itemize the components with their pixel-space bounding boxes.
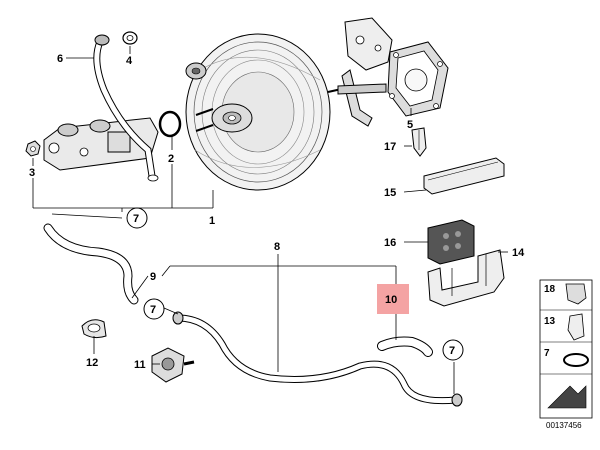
callout-7-middle: 7 [150, 304, 156, 316]
callout-11: 11 [134, 359, 146, 371]
o-ring [158, 110, 182, 138]
callout-14: 14 [512, 247, 525, 259]
leader-lines [32, 46, 508, 394]
callout-1: 1 [209, 215, 215, 227]
legend-label-7: 7 [544, 348, 550, 359]
callout-15: 15 [384, 187, 396, 199]
nut [25, 140, 41, 157]
legend-arrow-icon [547, 385, 587, 409]
callout-9: 9 [150, 271, 156, 283]
callout-7-top: 7 [133, 213, 139, 225]
callout-3: 3 [29, 167, 35, 179]
hose-clamp [81, 319, 107, 339]
legend-icon-13 [567, 313, 585, 341]
long-vacuum-line [172, 311, 463, 407]
gasket [387, 41, 449, 117]
highlight-box-10 [377, 284, 409, 314]
legend-icon-7 [563, 353, 589, 367]
callout-4: 4 [126, 55, 133, 67]
callout-2: 2 [168, 153, 174, 165]
washer [122, 31, 138, 45]
legend-icon-18 [565, 283, 587, 305]
callout-6: 6 [57, 53, 63, 65]
callout-labels: 6 4 3 2 1 5 17 15 16 14 8 9 12 11 10 7 7… [29, 53, 525, 371]
legend-label-18: 18 [544, 284, 556, 295]
callout-8: 8 [274, 241, 280, 253]
reference-number: 00137456 [546, 421, 582, 430]
vacuum-line [93, 34, 159, 182]
pedal-bracket [337, 17, 393, 127]
callout-12: 12 [86, 357, 98, 369]
cover [423, 157, 505, 195]
legend-label-13: 13 [544, 316, 556, 327]
brake-booster [185, 33, 356, 191]
callout-17: 17 [384, 141, 396, 153]
hose-lower [377, 336, 433, 357]
parts-legend: 18 13 7 [539, 279, 593, 419]
hose-upper [43, 223, 139, 305]
check-valve [151, 347, 195, 383]
callout-5: 5 [407, 119, 413, 131]
callout-10: 10 [385, 294, 397, 306]
clip [411, 127, 427, 157]
holder-bracket [427, 249, 505, 307]
sensor-block [427, 219, 475, 265]
callout-7-right: 7 [449, 345, 455, 357]
callout-16: 16 [384, 237, 396, 249]
